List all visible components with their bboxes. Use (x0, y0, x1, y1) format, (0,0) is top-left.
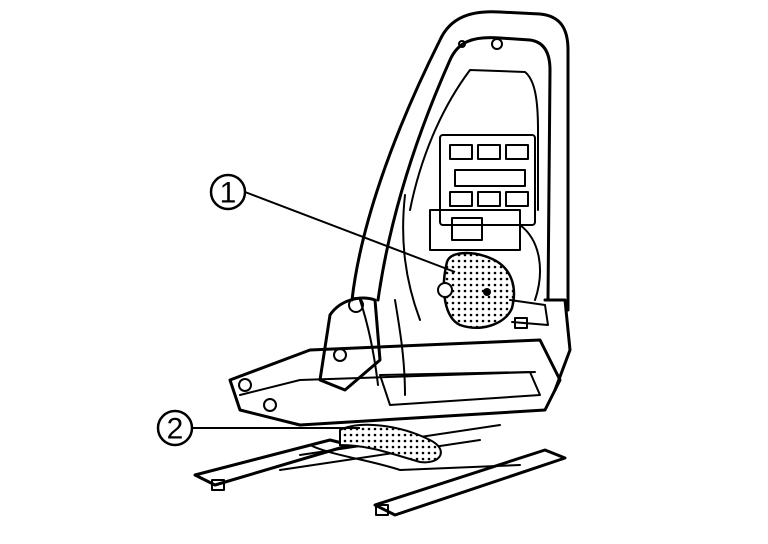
motor (437, 251, 549, 329)
recliner-plates (318, 296, 572, 392)
bolt-icon (491, 38, 503, 50)
callout-1: 1 (209, 173, 456, 273)
callout-label: 2 (167, 413, 184, 446)
seat-cushion-frame (228, 299, 562, 427)
leader-line (244, 191, 456, 273)
lumbar-support-panel (402, 134, 541, 321)
callout-2: 2 (156, 409, 360, 447)
seatback-frame (350, 10, 570, 312)
bolt-icon (458, 40, 466, 48)
callout-label: 1 (220, 177, 237, 210)
harness-connector (309, 423, 521, 471)
